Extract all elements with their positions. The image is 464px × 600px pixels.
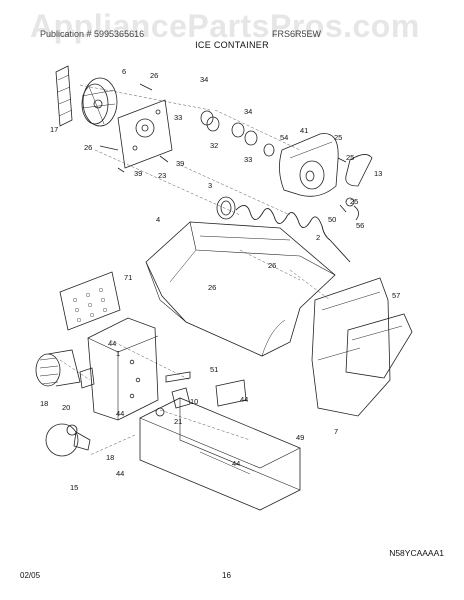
bushing-stack bbox=[200, 110, 275, 157]
part-4-ice-container bbox=[145, 221, 336, 357]
callout-56: 56 bbox=[356, 221, 364, 230]
screw-26-left bbox=[99, 145, 119, 151]
callout-labels: 6 26 34 34 32 33 33 54 41 25 25 13 25 50… bbox=[40, 67, 400, 492]
publication-number: Publication # 5995365616 bbox=[40, 29, 145, 39]
part-23-plate bbox=[117, 99, 173, 169]
callout-4: 4 bbox=[156, 215, 160, 224]
part-56-spring bbox=[353, 205, 359, 221]
callout-20: 20 bbox=[62, 403, 70, 412]
callout-44-d: 44 bbox=[232, 459, 240, 468]
callout-23: 23 bbox=[158, 171, 166, 180]
part-7-front-panel bbox=[311, 277, 391, 417]
part-20-bracket bbox=[79, 367, 95, 389]
part-25-washer bbox=[345, 197, 355, 207]
callout-54: 54 bbox=[280, 133, 288, 142]
callout-33-right: 33 bbox=[244, 155, 252, 164]
callout-44-a: 44 bbox=[108, 339, 116, 348]
callout-49: 49 bbox=[296, 433, 304, 442]
part-3-bearing bbox=[216, 196, 236, 220]
callout-26-left: 26 bbox=[84, 143, 92, 152]
callout-25-mid: 25 bbox=[346, 153, 354, 162]
part-2-auger-spring bbox=[235, 205, 351, 263]
callout-44-c: 44 bbox=[116, 409, 124, 418]
callout-2: 2 bbox=[316, 233, 320, 242]
part-13-clip bbox=[345, 154, 373, 187]
part-15-lamp bbox=[45, 423, 91, 457]
model-number: FRS6R5EW bbox=[272, 29, 322, 39]
screw-26-top bbox=[139, 83, 153, 91]
callout-15: 15 bbox=[70, 483, 78, 492]
page-title: ICE CONTAINER bbox=[195, 40, 269, 50]
footer-date: 02/05 bbox=[20, 571, 41, 580]
part-71-gasket bbox=[59, 271, 121, 331]
part-10-lever bbox=[171, 387, 191, 409]
callout-44-e: 44 bbox=[116, 469, 124, 478]
callout-50: 50 bbox=[328, 215, 336, 224]
callout-3: 3 bbox=[208, 181, 212, 190]
callout-10: 10 bbox=[190, 397, 198, 406]
part-6-auger-wheel bbox=[81, 77, 118, 127]
screw-39-left bbox=[117, 167, 125, 173]
callout-13: 13 bbox=[374, 169, 382, 178]
callout-17: 17 bbox=[50, 125, 58, 134]
callout-6: 6 bbox=[122, 67, 126, 76]
guide-lines bbox=[59, 84, 331, 456]
callout-26-top: 26 bbox=[150, 71, 158, 80]
part-49-frame bbox=[139, 397, 301, 511]
part-18-motor bbox=[35, 349, 81, 387]
part-51-pin bbox=[165, 371, 191, 383]
callout-7: 7 bbox=[334, 427, 338, 436]
callout-26-container: 26 bbox=[268, 261, 276, 270]
callout-1: 1 bbox=[116, 349, 120, 358]
callout-32: 32 bbox=[210, 141, 218, 150]
callout-25-low: 25 bbox=[350, 197, 358, 206]
part-57-chute-door bbox=[345, 313, 413, 379]
part-50-pin bbox=[339, 204, 347, 213]
callout-57: 57 bbox=[392, 291, 400, 300]
part-17-bracket bbox=[55, 65, 73, 127]
callout-18-low: 18 bbox=[106, 453, 114, 462]
diagram-code: N58YCAAAA1 bbox=[389, 548, 444, 558]
motor-box bbox=[87, 317, 159, 421]
callout-34-right: 34 bbox=[244, 107, 252, 116]
part-41-housing bbox=[279, 133, 339, 197]
callout-34-left: 34 bbox=[200, 75, 208, 84]
watermark-logo: AppliancePartsPros.com bbox=[30, 8, 420, 44]
screw-39-right bbox=[159, 155, 169, 163]
callout-39-left: 39 bbox=[134, 169, 142, 178]
callout-51: 51 bbox=[210, 365, 218, 374]
callout-71: 71 bbox=[124, 273, 132, 282]
callout-41: 41 bbox=[300, 126, 308, 135]
callout-25-top: 25 bbox=[334, 133, 342, 142]
callout-26-inner: 26 bbox=[208, 283, 216, 292]
callout-18-top: 18 bbox=[40, 399, 48, 408]
callout-21: 21 bbox=[174, 417, 182, 426]
callout-44-b: 44 bbox=[240, 395, 248, 404]
screw-25 bbox=[337, 157, 347, 163]
part-44-bracket bbox=[215, 379, 247, 407]
footer-page-number: 16 bbox=[222, 571, 231, 580]
callout-33-left: 33 bbox=[174, 113, 182, 122]
callout-39-right: 39 bbox=[176, 159, 184, 168]
